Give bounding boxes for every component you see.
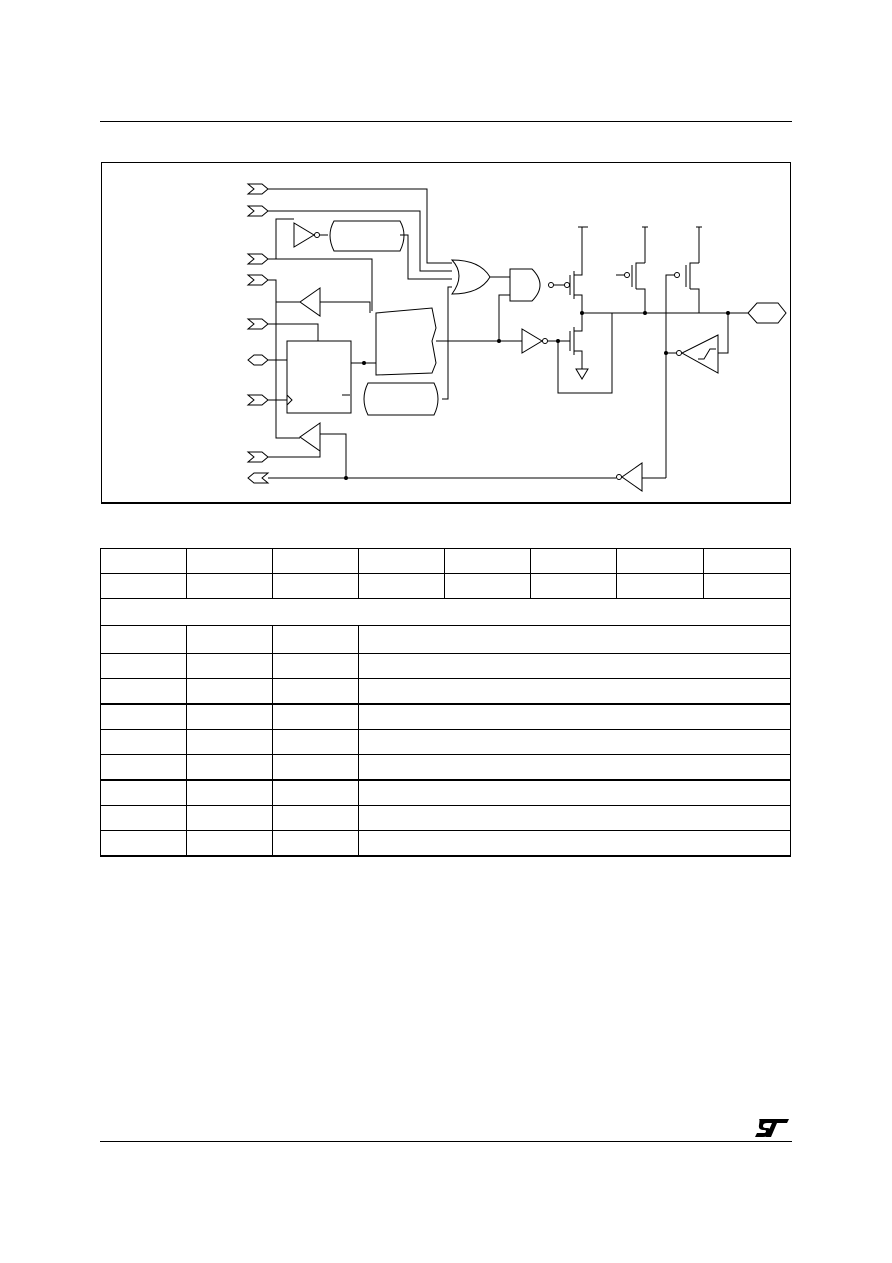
table-cell [186,678,273,705]
table-cell [186,830,273,857]
table-cell [100,678,187,705]
table-cell [272,729,359,755]
table-cell [100,625,187,654]
section-label [100,598,791,626]
bit-col-1 [616,548,704,574]
bit-value-6 [186,573,273,599]
bit-value-2 [530,573,617,599]
input-terminal-5 [246,318,269,330]
bit-col-4 [358,548,445,574]
table-cell [186,754,273,781]
bit-value-5 [272,573,359,599]
table-cell [272,653,359,679]
input-terminal-7 [246,394,269,406]
st-logo-icon [755,1117,791,1139]
bit-col-0 [703,548,791,574]
table-cell [100,729,187,755]
input-terminal-8 [246,451,269,463]
table-row [100,703,791,730]
input-terminal-4 [246,274,269,286]
bidir-terminal-6 [247,354,269,366]
table-cell [186,625,273,654]
table-cell [186,805,273,831]
table-cell [186,779,273,806]
input-terminal-3 [246,253,269,265]
latch-block-bottom [363,382,439,416]
schematic-figure [101,162,791,504]
bit-value-4 [358,573,445,599]
bit-col-5 [272,548,359,574]
section-row [100,598,791,626]
table-cell-description [358,625,791,654]
inverter-top [293,222,320,248]
bit-value-3 [444,573,531,599]
table-cell [100,653,187,679]
inverter-mid [521,328,548,354]
table-cell-description [358,678,791,705]
table-cell [272,703,359,730]
table-row [100,625,791,654]
bit-col-2 [530,548,617,574]
table-cell [272,779,359,806]
input-terminal-1 [246,183,269,195]
inverter-bottom [616,462,643,492]
nand-gate [509,268,554,302]
register-description-table [100,548,791,857]
table-row [100,678,791,705]
output-terminal-9 [247,472,270,484]
schematic-diagram [246,183,787,492]
bit-col-6 [186,548,273,574]
bit-value-1 [616,573,704,599]
table-cell [186,703,273,730]
register-box [286,340,352,414]
table-cell [272,625,359,654]
table-cell [100,754,187,781]
table-cell [272,830,359,857]
table-row [100,830,791,857]
table-cell [272,678,359,705]
bit-col-3 [444,548,531,574]
mux-block [375,307,437,376]
table-cell [100,805,187,831]
or-gate [450,259,491,295]
table-cell-description [358,729,791,755]
table-cell [272,754,359,781]
table-cell [100,830,187,857]
table-row [100,729,791,755]
table-cell-description [358,754,791,781]
bit-col-7 [100,548,187,574]
table-cell-description [358,805,791,831]
buffer-upper [299,287,321,317]
table-row [100,653,791,679]
table-cell-description [358,779,791,806]
table-row [100,805,791,831]
table-cell [100,703,187,730]
table-cell [186,729,273,755]
footer-rule [100,1141,792,1142]
table-cell [100,779,187,806]
latch-block-top [329,220,405,252]
buffer-lower [299,422,321,452]
table-row [100,754,791,781]
bit-value-0 [703,573,791,599]
bit-number-row [100,548,791,574]
table-cell [272,805,359,831]
schmitt-trigger [676,334,719,374]
table-row [100,779,791,806]
bit-value-7 [100,573,187,599]
input-terminal-2 [246,205,269,217]
table-cell-description [358,703,791,730]
table-cell-description [358,653,791,679]
table-cell [186,653,273,679]
pad-terminal [747,302,787,324]
table-cell-description [358,830,791,857]
bit-value-row [100,573,791,599]
header-rule [100,121,792,122]
